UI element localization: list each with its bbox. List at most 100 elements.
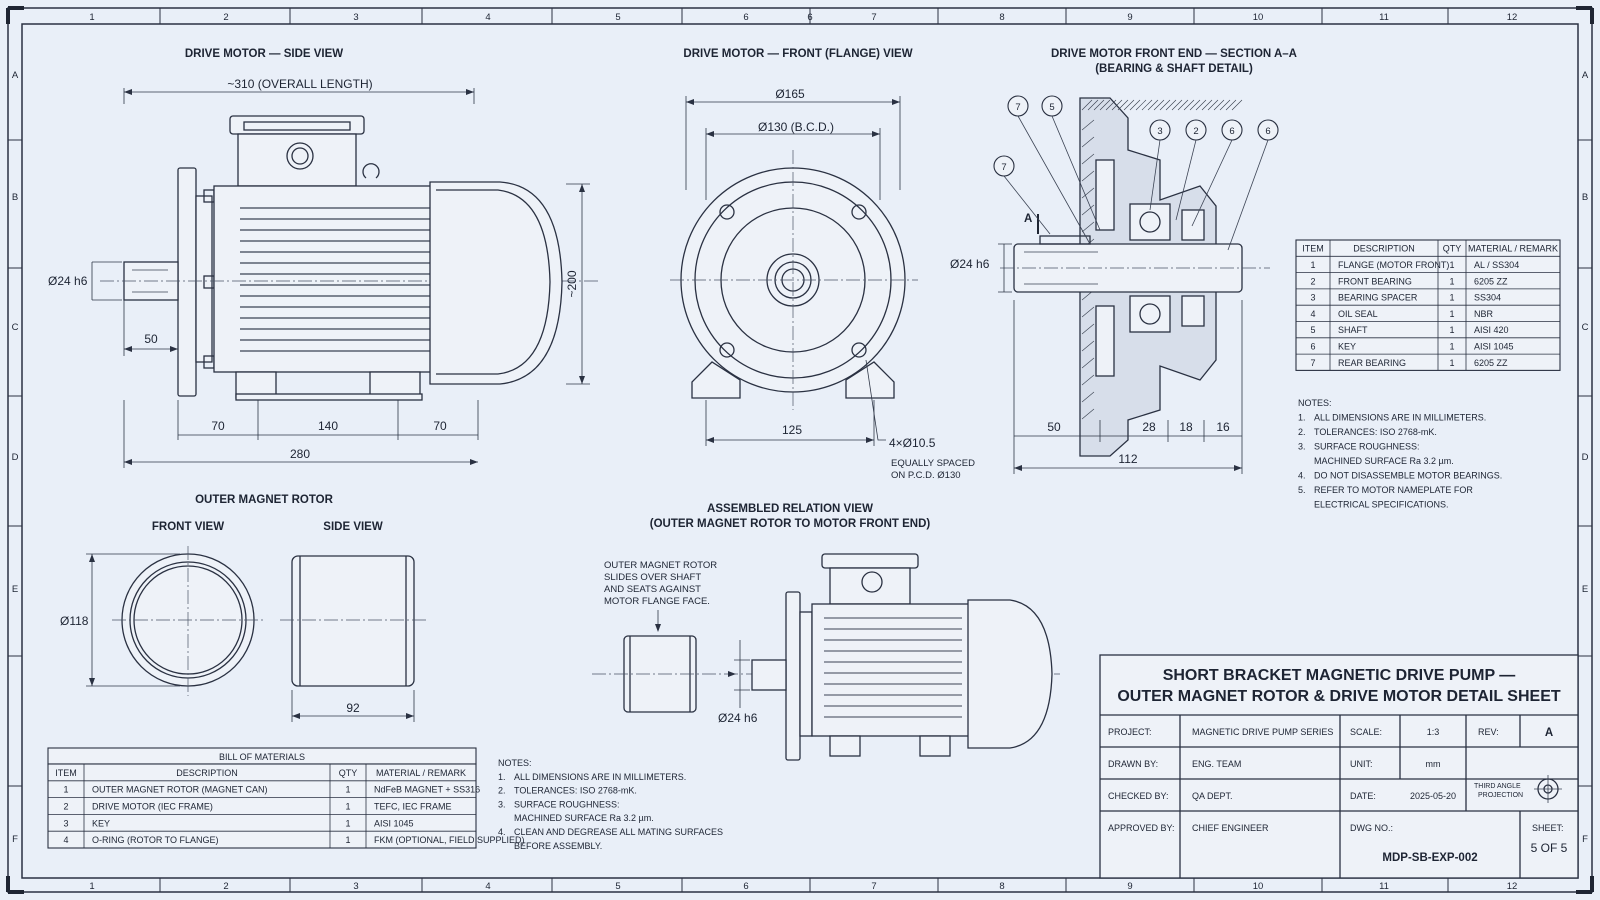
title-block: SHORT BRACKET MAGNETIC DRIVE PUMP — OUTE…	[1099, 654, 1579, 879]
rotor-length: 92	[346, 701, 360, 715]
bom-cell: 1	[345, 818, 350, 828]
parts-table-cell: SHAFT	[1338, 325, 1368, 335]
table-header-cell: DESCRIPTION	[1353, 244, 1415, 254]
title-line-1: SHORT BRACKET MAGNETIC DRIVE PUMP —	[1163, 667, 1516, 684]
grid-col-label-bottom: 4	[485, 881, 490, 892]
table-header-cell: QTY	[339, 768, 358, 778]
front-width: 125	[782, 423, 802, 437]
grid-col-label-top: 1	[89, 12, 94, 23]
tb-drawn-label: DRAWN BY:	[1108, 759, 1158, 769]
parts-table-cell: 6205 ZZ	[1474, 358, 1508, 368]
grid-row-label-left: F	[12, 834, 18, 845]
assembly-note-4: MOTOR FLANGE FACE.	[604, 596, 710, 607]
front-holes-note1: EQUALLY SPACED	[891, 458, 975, 469]
assembly-title-1: ASSEMBLED RELATION VIEW	[707, 503, 873, 515]
balloon-number: 7	[1001, 162, 1006, 173]
grid-col-label-top: 6	[807, 12, 812, 23]
section-hatch	[1171, 99, 1183, 111]
bom-cell: 1	[63, 785, 68, 795]
parts-table-cell: BEARING SPACER	[1338, 293, 1418, 303]
note-number: 4.	[498, 827, 506, 837]
note-text: ELECTRICAL SPECIFICATIONS.	[1314, 500, 1449, 510]
note-text: TOLERANCES: ISO 2768-mK.	[514, 786, 637, 796]
note-number: 1.	[498, 772, 506, 782]
section-hatch	[1165, 99, 1177, 111]
grid-col-label-top: 7	[871, 12, 876, 23]
bom-title: BILL OF MATERIALS	[219, 752, 305, 762]
notes-bottom: NOTES:1.ALL DIMENSIONS ARE IN MILLIMETER…	[498, 758, 723, 851]
parts-table-cell: 3	[1310, 293, 1315, 303]
tb-approved: CHIEF ENGINEER	[1192, 823, 1269, 833]
section-hatch	[1129, 99, 1141, 111]
grid-col-label-top: 9	[1127, 12, 1132, 23]
balloon-circle	[1041, 95, 1063, 117]
balloon-leader	[1227, 139, 1269, 251]
tb-sheet-label: SHEET:	[1532, 823, 1564, 833]
section-hatch	[1093, 99, 1105, 111]
section-dim-50: 50	[1047, 420, 1061, 434]
grid-col-label-top: 11	[1379, 12, 1389, 23]
balloon-number: 2	[1193, 126, 1198, 137]
note-text: CLEAN AND DEGREASE ALL MATING SURFACES	[514, 827, 723, 837]
rotor-views: OUTER MAGNET ROTOR FRONT VIEW SIDE VIEW …	[60, 494, 428, 722]
grid-col-label-top: 4	[485, 12, 490, 23]
rotor-title: OUTER MAGNET ROTOR	[195, 494, 333, 506]
bom-cell: NdFeB MAGNET + SS316	[374, 785, 480, 795]
section-mark: A	[1024, 213, 1032, 225]
section-dim-28: 28	[1142, 420, 1156, 434]
grid-col-label-top: 6	[743, 12, 748, 23]
balloon-circle	[1257, 119, 1279, 141]
tb-project: MAGNETIC DRIVE PUMP SERIES	[1192, 727, 1333, 737]
section-hatch	[1081, 374, 1095, 386]
grid-col-label-bottom: 2	[223, 881, 228, 892]
dim-70-right: 70	[433, 419, 447, 433]
note-text: MACHINED SURFACE Ra 3.2 µm.	[1314, 456, 1454, 466]
grid-row-label-left: E	[12, 584, 18, 595]
shaft-length-dim: 50	[144, 332, 158, 346]
bom-cell: OUTER MAGNET ROTOR (MAGNET CAN)	[92, 785, 268, 795]
front-view-title: DRIVE MOTOR — FRONT (FLANGE) VIEW	[683, 48, 912, 60]
parts-table-cell: REAR BEARING	[1338, 358, 1406, 368]
grid-col-label-bottom: 1	[89, 881, 94, 892]
grid-col-label-top: 10	[1253, 12, 1264, 23]
grid-col-label-bottom: 8	[999, 881, 1004, 892]
balloon-leader	[1175, 139, 1197, 221]
balloon-number: 3	[1157, 126, 1162, 137]
parts-table-cell: 6205 ZZ	[1474, 276, 1508, 286]
section-hatch	[1105, 99, 1117, 111]
note-text: REFER TO MOTOR NAMEPLATE FOR	[1314, 485, 1473, 495]
assembly-note-3: AND SEATS AGAINST	[604, 584, 701, 595]
note-number: 2.	[1298, 427, 1306, 437]
parts-table-cell: 7	[1310, 358, 1315, 368]
note-number: 1.	[1298, 413, 1306, 423]
note-text: SURFACE ROUGHNESS:	[514, 799, 620, 809]
balloon-leader	[1003, 175, 1051, 235]
grid-col-label-bottom: 10	[1253, 881, 1264, 892]
grid-row-label-right: F	[1582, 834, 1588, 845]
section-hatch	[1195, 99, 1207, 111]
balloon-leader	[1149, 139, 1161, 211]
tb-dwg-label: DWG NO.:	[1350, 823, 1393, 833]
balloon-leader	[1017, 115, 1091, 245]
note-number: 3.	[498, 799, 506, 809]
balloon-leader	[1051, 115, 1101, 231]
tb-date-label: DATE:	[1350, 791, 1376, 801]
section-hatch	[1081, 306, 1095, 318]
overall-length-dim: ~310 (OVERALL LENGTH)	[227, 77, 372, 91]
bom-cell: 2	[63, 802, 68, 812]
height-dim: ~200	[565, 270, 579, 297]
section-hatch	[1081, 170, 1095, 182]
bom-cell: AISI 1045	[374, 818, 414, 828]
balloon-number: 6	[1265, 126, 1270, 137]
section-hatch	[1081, 153, 1095, 165]
parts-table-cell: FRONT BEARING	[1338, 276, 1412, 286]
grid-col-label-bottom: 3	[353, 881, 358, 892]
rotor-side-label: SIDE VIEW	[323, 521, 383, 533]
section-hatch	[1219, 99, 1231, 111]
section-view: DRIVE MOTOR FRONT END — SECTION A–A (BEA…	[950, 48, 1297, 474]
front-dia165: Ø165	[775, 87, 805, 101]
dim-140: 140	[318, 419, 338, 433]
tb-checked: QA DEPT.	[1192, 791, 1233, 801]
